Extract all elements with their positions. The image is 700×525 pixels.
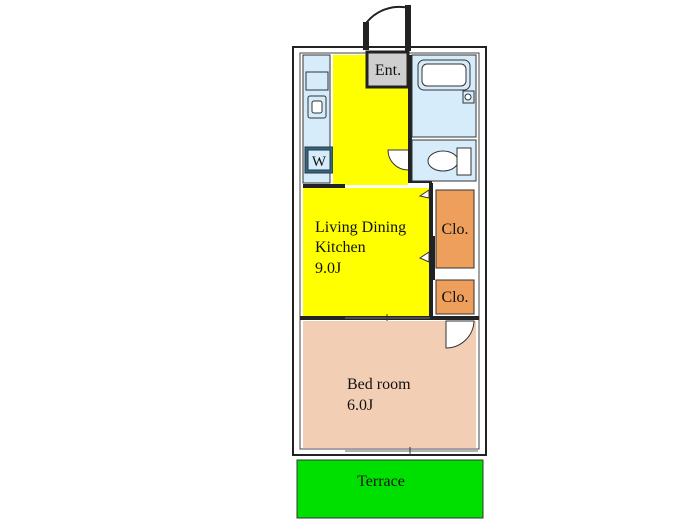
ldk-label-line1: Living Dining xyxy=(315,219,406,236)
ldk-area-lower xyxy=(303,188,429,316)
toilet-room xyxy=(411,139,477,182)
ldk-size: 9.0J xyxy=(315,260,341,277)
bathroom xyxy=(411,54,477,138)
terrace-window xyxy=(345,447,478,455)
washer-space: W xyxy=(304,146,334,174)
kitchen-counter xyxy=(302,54,331,184)
bedroom-size: 6.0J xyxy=(347,397,373,414)
closet-door-mark-1 xyxy=(418,189,430,199)
ldk-bedroom-sliding-door xyxy=(345,314,430,322)
entrance-label: Ent. xyxy=(375,62,401,79)
bedroom-closet-door-swing xyxy=(445,320,475,349)
terrace-label: Terrace xyxy=(357,473,405,490)
washer-label: W xyxy=(312,154,327,170)
entry-door xyxy=(363,5,411,51)
terrace: Terrace xyxy=(296,459,484,519)
closet-lower-label: Clo. xyxy=(441,289,468,306)
bath-door-swing xyxy=(387,149,409,171)
ldk-label-line2: Kitchen xyxy=(315,239,366,256)
closet-upper: Clo. xyxy=(435,189,475,269)
bedroom-label: Bed room xyxy=(347,376,411,393)
closet-upper-label: Clo. xyxy=(441,221,468,238)
closet-lower: Clo. xyxy=(435,279,475,315)
closet-door-mark-2 xyxy=(418,251,430,263)
entrance-area: Ent. xyxy=(365,50,410,89)
